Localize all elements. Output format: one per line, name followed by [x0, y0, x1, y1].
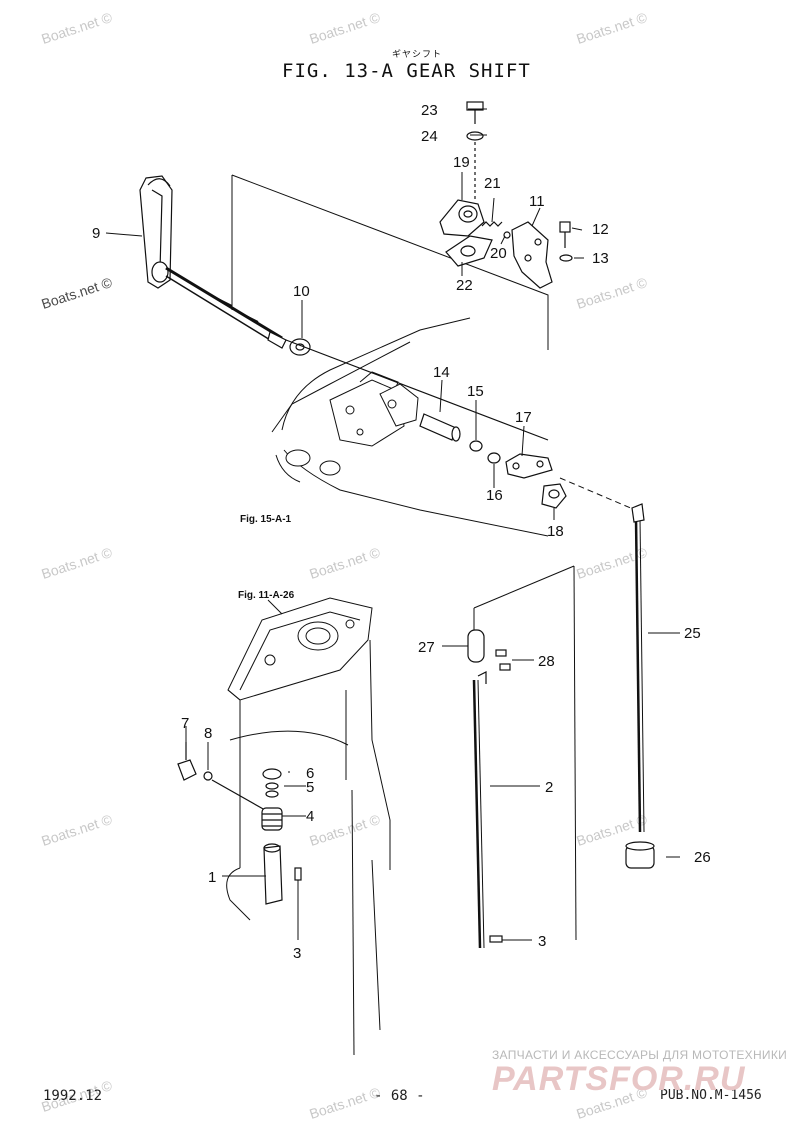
callout-11: 11 [529, 193, 545, 210]
callout-25: 25 [684, 625, 701, 642]
shift-lever-part-9 [139, 175, 287, 349]
footer-page-number: - 68 - [374, 1088, 425, 1104]
clip-part-15 [469, 440, 483, 452]
bottom-cowling-outline [271, 317, 549, 537]
screw-part-7 [177, 742, 197, 781]
callout-8: 8 [204, 725, 212, 742]
callout-14: 14 [433, 364, 450, 381]
bracket-part-19 [439, 199, 485, 237]
brand-logo: PARTSFOR.RU [492, 1060, 746, 1098]
callout-3-left: 3 [293, 945, 301, 962]
callout-5: 5 [306, 779, 314, 796]
shift-lever-part-17 [505, 453, 553, 479]
callout-20: 20 [490, 245, 507, 262]
callout-28: 28 [538, 653, 555, 670]
callout-labels: 9 10 23 24 19 21 11 12 13 20 22 14 15 17… [92, 102, 711, 962]
bolts-part-28 [495, 649, 511, 671]
shift-shaft-part-14 [419, 413, 461, 442]
spring-part-21 [481, 221, 503, 227]
nut-part-18 [541, 483, 567, 509]
callout-22: 22 [456, 277, 473, 294]
page-title: FIG. 13-A GEAR SHIFT [282, 60, 531, 82]
callout-24: 24 [421, 128, 438, 145]
grommet-part-4 [261, 807, 283, 831]
callout-10: 10 [293, 283, 310, 300]
callout-4: 4 [306, 808, 314, 825]
callout-9: 9 [92, 225, 100, 242]
callout-12: 12 [592, 221, 609, 238]
callout-19: 19 [453, 154, 470, 171]
connector-part-27 [467, 629, 485, 663]
callout-21: 21 [484, 175, 501, 192]
shift-rod-part-2 [472, 671, 487, 949]
footer-publication-number: PUB.NO.M-1456 [660, 1088, 762, 1103]
callout-17: 17 [515, 409, 532, 426]
callout-6: 6 [306, 765, 314, 782]
pin-part-3-left [294, 867, 302, 881]
bolt-part-12 [559, 221, 571, 248]
callout-16: 16 [486, 487, 503, 504]
shift-rod-part-25 [631, 503, 645, 833]
ref-fig-15: Fig. 15-A-1 [240, 514, 292, 525]
washer-part-13 [559, 254, 573, 262]
callout-1: 1 [208, 869, 216, 886]
callout-23: 23 [421, 102, 438, 119]
washer-part-16 [487, 452, 501, 464]
shift-plate-part-11 [511, 221, 553, 289]
sleeve-part-1 [263, 843, 283, 905]
callout-13: 13 [592, 250, 609, 267]
bushing-part-10 [289, 338, 311, 356]
grommet-part-26 [625, 841, 655, 869]
brand-tagline: ЗАПЧАСТИ И АКСЕССУАРЫ ДЛЯ МОТОТЕХНИКИ [492, 1048, 788, 1062]
callout-3-right: 3 [538, 933, 546, 950]
gasket-part-22 [445, 235, 493, 267]
o-ring-part-6 [262, 768, 282, 780]
o-ring-part-5 [265, 782, 279, 798]
ref-fig-11: Fig. 11-A-26 [238, 590, 295, 601]
callout-18: 18 [547, 523, 564, 540]
callout-2: 2 [545, 779, 553, 796]
callout-27: 27 [418, 639, 435, 656]
pin-part-3-right [489, 935, 503, 943]
callout-26: 26 [694, 849, 711, 866]
callout-15: 15 [467, 383, 484, 400]
washer-part-8 [203, 771, 213, 781]
ball-part-20 [503, 231, 511, 239]
footer-date: 1992.12 [43, 1088, 103, 1104]
callout-7: 7 [181, 715, 189, 732]
bolt-part-23 [466, 101, 484, 124]
lower-casing-outline [226, 597, 391, 1056]
washer-part-24 [466, 131, 484, 141]
title-japanese: ギヤシフト [392, 50, 443, 60]
